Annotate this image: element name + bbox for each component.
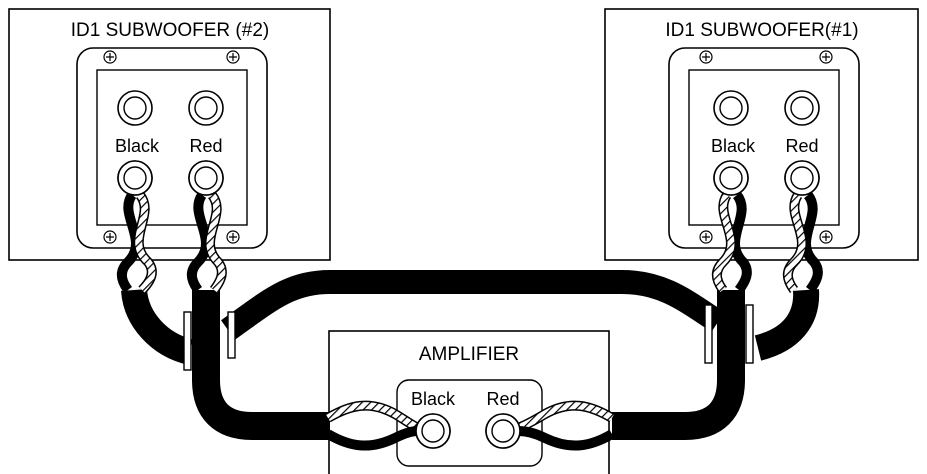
cable-bridge <box>221 270 725 340</box>
wire-pair-amp-black <box>325 400 421 451</box>
subwoofer-2-terminal-inset <box>96 69 248 226</box>
collar-right-2 <box>745 304 754 364</box>
subwoofer-1-black-label: Black <box>711 136 756 156</box>
subwoofer-2-red-label: Red <box>189 136 222 156</box>
screw-icon <box>226 50 240 64</box>
cable-right-outer <box>754 289 820 361</box>
collar-right <box>704 304 713 364</box>
subwoofer-1: ID1 SUBWOOFER(#1) Black Red <box>604 8 919 261</box>
amplifier-title: AMPLIFIER <box>419 344 519 365</box>
screw-icon <box>819 50 833 64</box>
cables <box>121 270 820 440</box>
screw-icon <box>103 230 117 244</box>
wire-pair-right-red <box>783 191 823 293</box>
collar-left-2 <box>227 311 236 359</box>
terminal-icon <box>415 413 451 449</box>
cable-left-outer <box>121 288 194 365</box>
terminal-icon <box>117 90 153 126</box>
amplifier-red-label: Red <box>486 389 519 409</box>
terminal-icon <box>188 160 224 196</box>
cable-left-to-amp <box>192 290 330 440</box>
terminal-icon <box>485 413 521 449</box>
wire-pair-right-black <box>712 191 752 293</box>
collar-left <box>183 311 192 371</box>
terminal-icon <box>117 160 153 196</box>
amplifier-black-label: Black <box>411 389 456 409</box>
screw-icon <box>699 50 713 64</box>
wire-pair-left-black <box>117 191 157 294</box>
cable-collars <box>183 304 754 371</box>
screw-icon <box>819 230 833 244</box>
subwoofer-1-title: ID1 SUBWOOFER(#1) <box>665 20 858 41</box>
screw-icon <box>226 230 240 244</box>
screw-icon <box>103 50 117 64</box>
terminal-icon <box>713 90 749 126</box>
subwoofer-2-title: ID1 SUBWOOFER (#2) <box>71 20 269 41</box>
cable-right-to-amp <box>612 290 745 440</box>
terminal-icon <box>188 90 224 126</box>
subwoofer-1-red-label: Red <box>785 136 818 156</box>
terminal-icon <box>784 160 820 196</box>
wire-pair-left-red <box>187 191 227 293</box>
subwoofer-2-black-label: Black <box>115 136 160 156</box>
terminal-icon <box>713 160 749 196</box>
subwoofer-2: ID1 SUBWOOFER (#2) Black Red <box>8 8 331 261</box>
wire-pair-amp-red <box>516 400 615 451</box>
terminal-icon <box>784 90 820 126</box>
screw-icon <box>699 230 713 244</box>
